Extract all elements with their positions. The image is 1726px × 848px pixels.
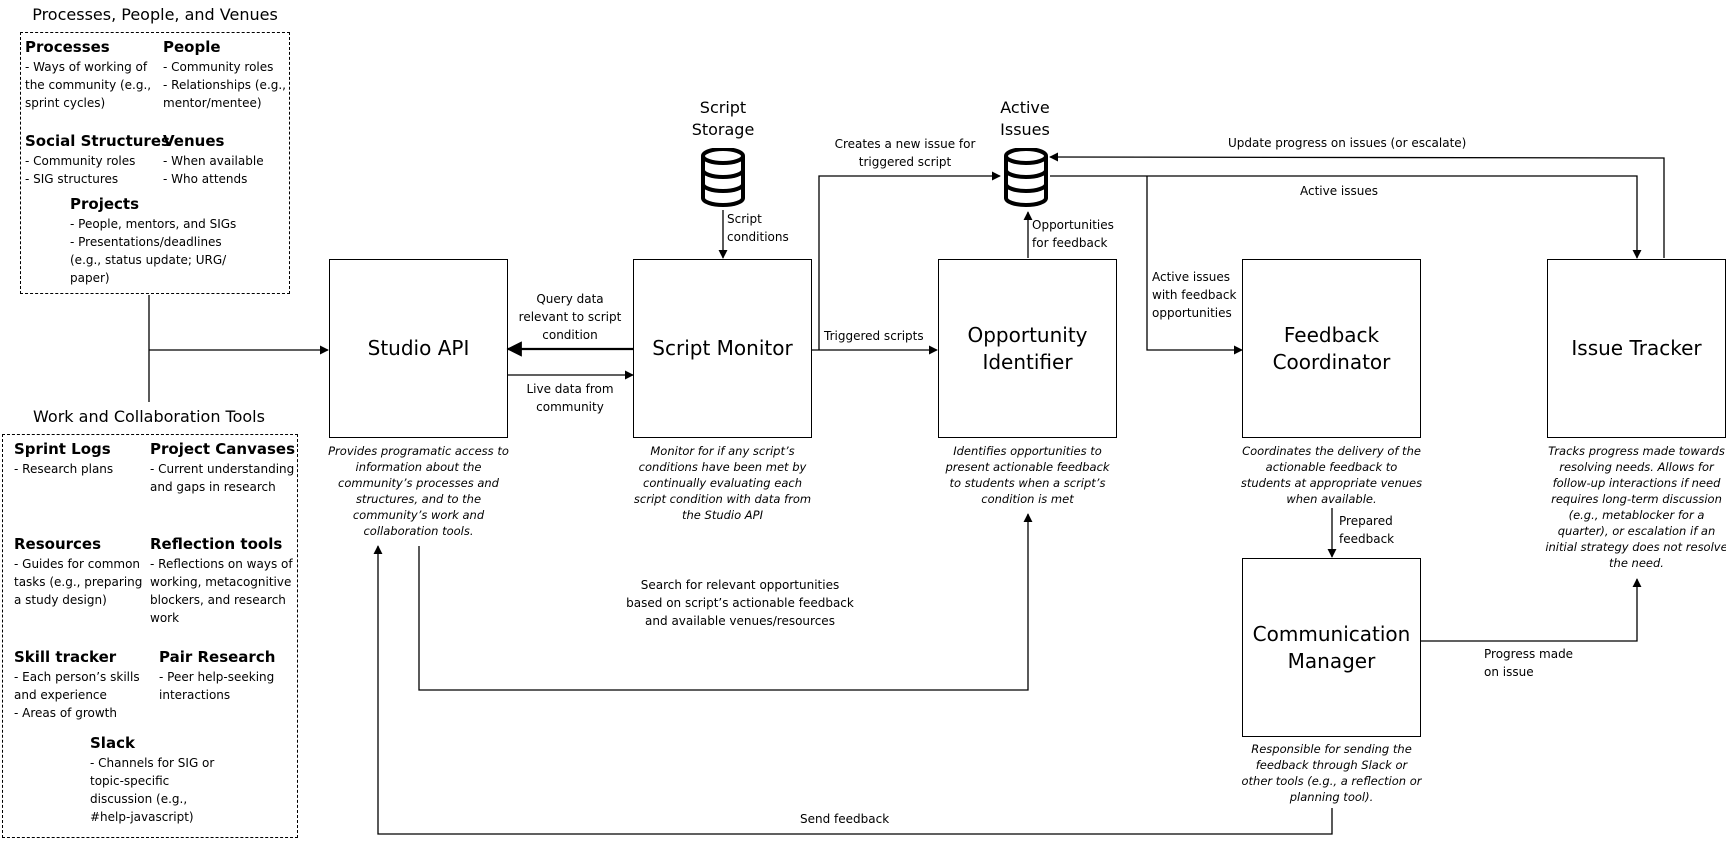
group-heading-processes: Processes xyxy=(25,38,110,56)
group-heading-pair-research: Pair Research xyxy=(159,648,276,666)
group-title-processes-people-venues: Processes, People, and Venues xyxy=(32,5,278,24)
group-line: working, metacognitive xyxy=(150,575,292,589)
edge-label-triggered-scripts: Triggered scripts xyxy=(824,329,924,343)
group-line: - SIG structures xyxy=(25,172,119,186)
group-line: and experience xyxy=(14,688,107,702)
group-heading-resources: Resources xyxy=(14,535,102,553)
group-line: blockers, and research xyxy=(150,593,286,607)
search-opportunities-arrow xyxy=(418,513,1033,691)
group-line: interactions xyxy=(159,688,231,702)
group-heading-project-canvases: Project Canvases xyxy=(150,440,296,458)
update-progress-arrow xyxy=(1049,152,1665,258)
group-line: tasks (e.g., preparing xyxy=(14,575,143,589)
group-heading-projects: Projects xyxy=(70,195,140,213)
group-heading-people: People xyxy=(163,38,221,56)
send-feedback-arrow xyxy=(373,545,1333,835)
component-script-monitor: Script Monitor xyxy=(633,259,812,438)
group-line: - Community roles xyxy=(25,154,136,168)
group-line: work xyxy=(150,611,180,625)
group-line: - Who attends xyxy=(163,172,248,186)
group-line: - Community roles xyxy=(163,60,274,74)
group-heading-skill-tracker: Skill tracker xyxy=(14,648,117,666)
group-line: - When available xyxy=(163,154,264,168)
group-line: #help-javascript) xyxy=(90,810,194,824)
group-line: sprint cycles) xyxy=(25,96,106,110)
group-line: the community (e.g., xyxy=(25,78,152,92)
group-title-work-collaboration-tools: Work and Collaboration Tools xyxy=(33,407,265,426)
group-line: topic-specific xyxy=(90,774,170,788)
group-heading-venues: Venues xyxy=(163,132,225,150)
edge-label-update-progress: Update progress on issues (or escalate) xyxy=(1228,136,1467,150)
group-box-processes-people-venues xyxy=(20,32,290,294)
groups-to-studio-api-arrow xyxy=(148,295,328,402)
group-line: - Peer help-seeking xyxy=(159,670,275,684)
group-box-work-collaboration-tools xyxy=(2,434,298,838)
database-icon xyxy=(1004,148,1048,207)
group-line: - People, mentors, and SIGs xyxy=(70,217,237,231)
group-line: discussion (e.g., xyxy=(90,792,188,806)
active-with-feedback-arrow xyxy=(1146,176,1243,355)
group-line: - Relationships (e.g., xyxy=(163,78,286,92)
database-icon xyxy=(701,148,745,207)
group-line: a study design) xyxy=(14,593,107,607)
progress-made-arrow xyxy=(1421,578,1642,642)
group-heading-slack: Slack xyxy=(90,734,135,752)
group-line: and gaps in research xyxy=(150,480,276,494)
group-heading-sprint-logs: Sprint Logs xyxy=(14,440,111,458)
group-line: - Areas of growth xyxy=(14,706,117,720)
group-line: - Research plans xyxy=(14,462,114,476)
group-heading-reflection-tools: Reflection tools xyxy=(150,535,283,553)
group-line: (e.g., status update; URG/ xyxy=(70,253,227,267)
group-line: mentor/mentee) xyxy=(163,96,262,110)
creates-issue-arrow xyxy=(818,171,1001,350)
group-line: paper) xyxy=(70,271,110,285)
group-line: - Ways of working of xyxy=(25,60,148,74)
group-heading-social-structures: Social Structures xyxy=(25,132,170,150)
component-studio-api: Studio API xyxy=(329,259,508,438)
edge-label-send-feedback: Send feedback xyxy=(800,812,890,826)
group-line: - Guides for common xyxy=(14,557,141,571)
group-line: - Presentations/deadlines xyxy=(70,235,222,249)
active-issues-arrow xyxy=(1050,175,1642,259)
edge-label-active-issues: Active issues xyxy=(1300,184,1379,198)
group-line: - Current understanding xyxy=(150,462,295,476)
group-line: - Each person’s skills xyxy=(14,670,140,684)
component-issue-tracker: Issue Tracker xyxy=(1547,259,1726,438)
group-line: - Reflections on ways of xyxy=(150,557,293,571)
group-line: - Channels for SIG or xyxy=(90,756,215,770)
